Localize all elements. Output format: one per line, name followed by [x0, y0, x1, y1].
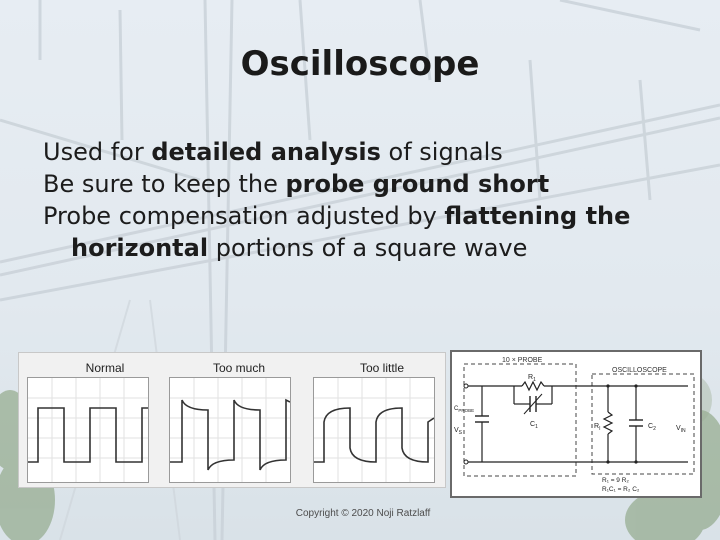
- bullet-item: Used for detailed analysis of signals: [43, 138, 503, 166]
- bullet-item-continuation: horizontal portions of a square wave: [71, 234, 528, 262]
- waveform-normal: [27, 377, 149, 483]
- copyright-footer: Copyright © 2020 Noji Ratzlaff: [295, 508, 431, 519]
- c1-label: C1: [530, 421, 538, 430]
- waveform-label-normal: Normal: [85, 361, 125, 375]
- vs-label: VS: [454, 427, 463, 436]
- probe-schematic: 10 × PROBE OSCILLOSCOPE: [450, 350, 702, 498]
- probe-label: 10 × PROBE: [502, 357, 543, 364]
- waveform-too-much: [169, 377, 291, 483]
- waveform-label-too-little: Too little: [359, 361, 405, 375]
- vin-label: VIN: [676, 425, 686, 434]
- ri-label: RI: [594, 423, 600, 432]
- c2-label: C2: [648, 423, 656, 432]
- c-probe-label: CPROBE: [454, 406, 474, 413]
- scope-label: OSCILLOSCOPE: [612, 367, 667, 374]
- slide-title: Oscilloscope: [240, 44, 480, 84]
- bullet-item: Probe compensation adjusted by flattenin…: [43, 202, 631, 230]
- equation-r1: R₁ = 9 R₂: [602, 477, 629, 484]
- r1-label: R1: [528, 374, 536, 383]
- waveform-figure: Normal Too much Too little: [18, 352, 446, 488]
- equation-rc: R₁C₁ = R₂ C₂: [602, 486, 640, 493]
- waveform-label-too-much: Too much: [212, 361, 266, 375]
- bullet-list: Used for detailed analysis of signals Be…: [43, 136, 703, 264]
- waveform-too-little: [313, 377, 435, 483]
- bullet-item: Be sure to keep the probe ground short: [43, 170, 550, 198]
